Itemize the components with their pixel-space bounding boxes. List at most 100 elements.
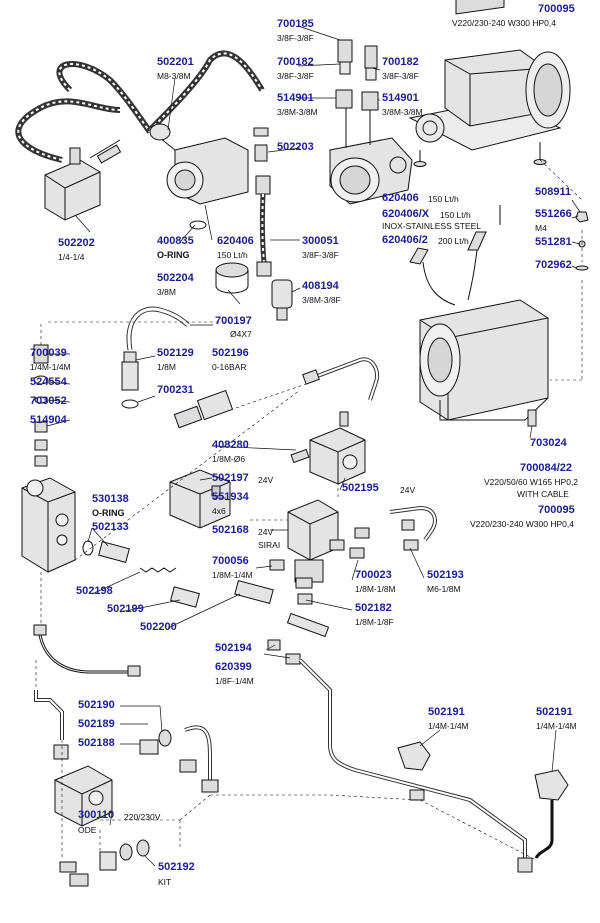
label-620406-2-spec: 200 Lt/h — [438, 236, 469, 246]
motor-700095 — [408, 0, 571, 167]
solenoid-502195 — [290, 411, 366, 485]
label-514901-b-code: 514901 — [382, 92, 419, 104]
label-700182-b-spec: 3/8F-3/8F — [382, 71, 419, 81]
label-508911-code: 508911 — [535, 186, 572, 198]
label-408280-code: 408280 — [212, 439, 249, 451]
label-703024-code: 703024 — [530, 437, 567, 449]
label-700095-top-spec: V220/230-240 W300 HP0,4 — [452, 18, 556, 28]
label-551934-spec: 4x6 — [212, 506, 226, 516]
label-502191-b-code: 502191 — [536, 706, 573, 718]
label-502196-code: 502196 — [212, 347, 249, 359]
label-700039-code: 700039 — [30, 347, 67, 359]
label-700039-spec: 1/4M-1/4M — [30, 362, 71, 372]
label-514901-a-code: 514901 — [277, 92, 314, 104]
label-502193-code: 502193 — [427, 569, 464, 581]
valve-block-502202 — [44, 139, 122, 221]
label-502202-code: 502202 — [58, 237, 95, 249]
label-700185-spec: 3/8F-3/8F — [277, 33, 314, 43]
pump-body-400835 — [149, 123, 249, 230]
label-502191-a-code: 502191 — [428, 706, 465, 718]
label-502199-code: 502199 — [107, 603, 144, 615]
valve-502168 — [287, 499, 345, 583]
tee-502191-a — [397, 741, 431, 801]
label-502192-code: 502192 — [158, 861, 195, 873]
label-502191-b-spec: 1/4M-1/4M — [536, 721, 577, 731]
manifold-block — [21, 344, 76, 573]
label-700182-b-code: 700182 — [382, 56, 419, 68]
fitting-502182 — [295, 577, 313, 605]
dashed-connection-lines — [35, 159, 583, 861]
label-700056-code: 700056 — [212, 555, 249, 567]
label-700182-a-spec: 3/8F-3/8F — [277, 71, 314, 81]
label-551934-code: 551934 — [212, 491, 249, 503]
label-502195-spec: 24V — [400, 485, 416, 495]
label-400835-code: 400835 — [157, 235, 194, 247]
label-300051-spec: 3/8F-3/8F — [302, 250, 339, 260]
label-514901-b-spec: 3/8M-3/8M — [382, 107, 423, 117]
label-551266-spec: M4 — [535, 223, 547, 233]
braided-hose-core — [17, 52, 263, 161]
label-502190-code: 502190 — [78, 699, 115, 711]
label-700023-code: 700023 — [355, 569, 392, 581]
tube-700197 — [126, 306, 190, 351]
label-502204-code: 502204 — [157, 272, 194, 284]
label-620406-top-code: 620406 — [382, 192, 419, 204]
label-502189-code: 502189 — [78, 718, 115, 730]
tube-502193 — [349, 505, 437, 559]
label-300051-code: 300051 — [302, 235, 339, 247]
label-502202-spec: 1/4-1/4 — [58, 252, 85, 262]
label-700185-code: 700185 — [277, 18, 314, 30]
pipe-lower-long — [298, 658, 533, 873]
label-502168-code: 502168 — [212, 524, 249, 536]
label-620406-top-spec: 150 Lt/h — [428, 194, 459, 204]
label-700084-22-spec: V220/50/60 W165 HP0,2 — [484, 477, 579, 487]
label-620406x-material: INOX-STAINLESS STEEL — [382, 221, 482, 231]
label-408194-code: 408194 — [302, 280, 339, 292]
valve-408194 — [271, 279, 293, 321]
motor-700084 — [409, 205, 549, 421]
label-502188-code: 502188 — [78, 737, 115, 749]
label-502192-spec: KIT — [158, 877, 172, 887]
label-700084-22-code: 700084/22 — [520, 462, 572, 474]
label-300110-spec: 220/230V — [124, 812, 161, 822]
label-502201-code: 502201 — [157, 56, 194, 68]
label-502198-code: 502198 — [76, 585, 113, 597]
fitting-502129 — [121, 351, 139, 409]
label-530138-spec: O-RING — [92, 508, 125, 518]
label-502201-spec: M8-3/8M — [157, 71, 191, 81]
label-514901-a-spec: 3/8M-3/8M — [277, 107, 318, 117]
label-620406x-code: 620406/X — [382, 208, 430, 220]
fittings-502188-502189 — [139, 725, 219, 793]
label-702962-code: 702962 — [535, 259, 572, 271]
label-703052-code: 703052 — [30, 395, 67, 407]
label-502129-spec: 1/8M — [157, 362, 176, 372]
label-300110-ode: ODE — [78, 825, 97, 835]
label-700095-mid-code: 700095 — [538, 504, 575, 516]
label-551266-code: 551266 — [535, 208, 572, 220]
label-502197-spec: 24V — [258, 475, 274, 485]
tee-502191-b — [534, 769, 569, 859]
label-700182-a-code: 700182 — [277, 56, 314, 68]
label-502195-code: 502195 — [342, 482, 379, 494]
leader-lines — [46, 25, 581, 867]
solenoid-300110 — [54, 765, 113, 827]
label-700197-code: 700197 — [215, 315, 252, 327]
pipe-lower-left — [33, 624, 141, 677]
label-514904-code: 514904 — [30, 414, 67, 426]
label-300110-code: 300110 — [78, 809, 115, 821]
label-524554-code: 524554 — [30, 376, 67, 388]
capacitor-703024 — [527, 409, 537, 427]
label-502196-spec: 0-16BAR — [212, 362, 247, 372]
filter-cap-502204 — [215, 262, 249, 294]
label-502204-spec: 3/8M — [157, 287, 176, 297]
label-700231-code: 700231 — [157, 384, 194, 396]
label-700023-spec: 1/8M-1/8M — [355, 584, 396, 594]
label-620406-mid-code: 620406 — [217, 235, 254, 247]
label-408280-spec: 1/8M-Ø6 — [212, 454, 246, 464]
label-502168-brand: SIRAI — [258, 540, 281, 550]
label-400835-spec: O-RING — [157, 250, 190, 260]
label-551281-code: 551281 — [535, 236, 572, 248]
label-700095-top-code: 700095 — [538, 3, 575, 15]
label-502168-spec: 24V — [258, 527, 274, 537]
label-700095-mid-spec: V220/230-240 W300 HP0,4 — [470, 519, 574, 529]
